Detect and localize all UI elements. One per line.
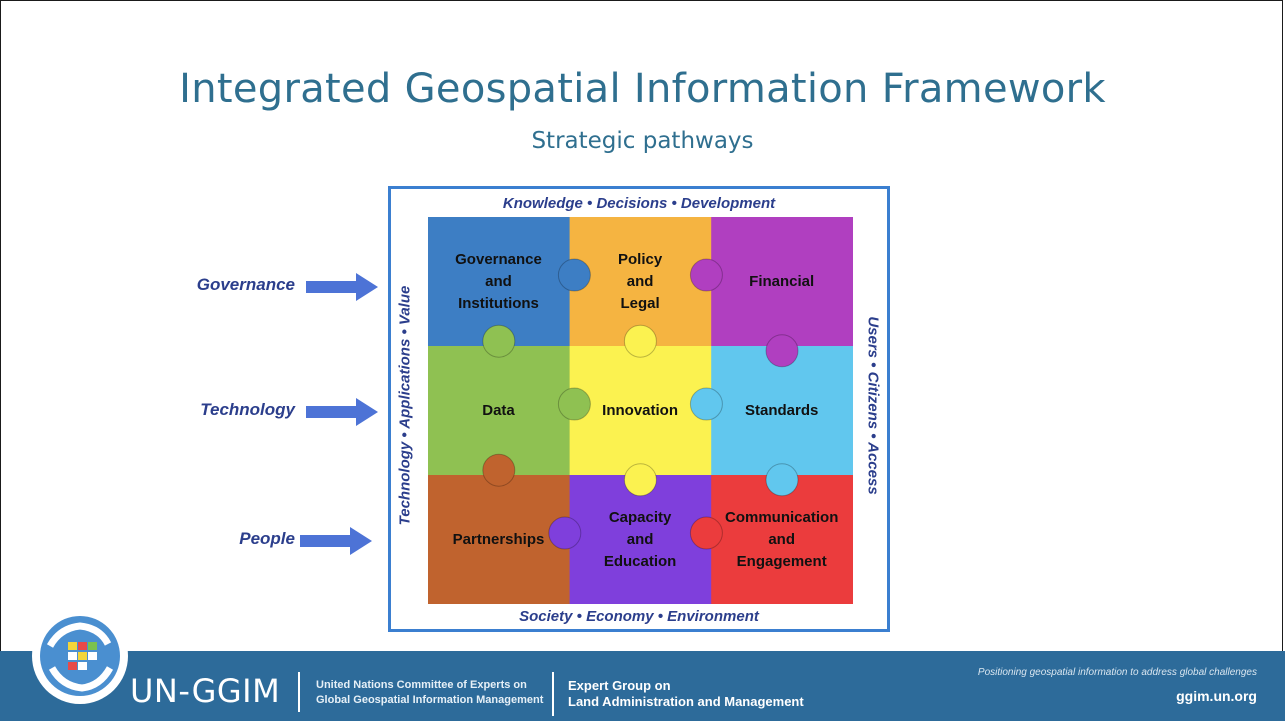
brand-name: UN-GGIM xyxy=(130,672,281,710)
puzzle-label-line: Institutions xyxy=(458,294,539,312)
right-arrow-icon xyxy=(300,527,372,555)
puzzle-label-standards: Standards xyxy=(711,400,852,422)
group-line-1: Expert Group on xyxy=(568,678,671,693)
framework-top-label: Knowledge • Decisions • Development xyxy=(502,195,776,212)
puzzle-label-line: and xyxy=(485,272,512,290)
slide-subtitle: Strategic pathways xyxy=(531,128,754,154)
puzzle-piece-communication-engagement xyxy=(711,475,853,604)
puzzle-knob xyxy=(623,324,657,358)
puzzle-label-line: Legal xyxy=(620,294,660,312)
puzzle-piece-governance-institutions xyxy=(428,217,571,347)
puzzle-piece-partnerships xyxy=(428,475,571,604)
un-ggim-logo xyxy=(32,608,128,704)
committee-line-2: Global Geospatial Information Management xyxy=(316,694,544,706)
puzzle-label-data: Data xyxy=(428,400,569,422)
puzzle-knob xyxy=(623,463,657,497)
framework-right-label: Users • Citizens • Access xyxy=(864,316,882,495)
puzzle-label-line: and xyxy=(768,530,796,548)
puzzle-label-innovation: Innovation xyxy=(570,400,711,422)
right-arrow-icon xyxy=(306,398,378,426)
puzzle-label-line: Policy xyxy=(618,250,663,268)
puzzle-piece-standards xyxy=(711,346,853,476)
puzzle-knob xyxy=(557,387,591,421)
puzzle-label-line: Standards xyxy=(745,401,819,419)
puzzle-label-line: Innovation xyxy=(602,401,678,419)
puzzle-knob xyxy=(689,516,723,550)
puzzle-label-financial: Financial xyxy=(711,271,852,293)
framework-bottom-label: Society • Economy • Environment xyxy=(519,608,759,625)
puzzle-label-line: Partnerships xyxy=(452,530,545,548)
puzzle-label-line: Data xyxy=(482,401,515,419)
group-line-2: Land Administration and Management xyxy=(568,694,804,709)
puzzle-knob xyxy=(689,258,723,292)
pillar-people-label: People xyxy=(239,529,295,548)
puzzle-piece-innovation xyxy=(569,346,712,476)
puzzle-label-line: and xyxy=(626,272,654,290)
puzzle-label-line: Communication xyxy=(725,508,839,526)
puzzle-knob xyxy=(765,334,799,368)
puzzle-piece-capacity-education xyxy=(569,475,712,604)
puzzle-label-line: Financial xyxy=(749,272,815,290)
footer-divider xyxy=(298,672,300,712)
expert-group-name: Expert Group on Land Administration and … xyxy=(568,678,828,710)
puzzle-knob xyxy=(548,516,582,550)
puzzle-label-line: Capacity xyxy=(608,508,672,526)
footer-tagline: Positioning geospatial information to ad… xyxy=(977,667,1257,678)
committee-name: United Nations Committee of Experts on G… xyxy=(316,678,546,708)
framework-left-label: Technology • Applications • Value xyxy=(396,285,414,526)
puzzle-label-line: Governance xyxy=(455,250,542,268)
footer-divider xyxy=(552,672,554,716)
framework-diagram: Knowledge • Decisions • Development Soci… xyxy=(388,186,890,632)
puzzle-knob xyxy=(689,387,723,421)
right-arrow-icon xyxy=(306,273,378,301)
puzzle-knob xyxy=(765,463,799,497)
puzzle-piece-policy-legal xyxy=(569,217,712,347)
slide-title: Integrated Geospatial Information Framew… xyxy=(179,66,1106,112)
puzzle-piece-data xyxy=(428,346,571,476)
puzzle-label-line: Engagement xyxy=(736,552,827,570)
puzzle-knob xyxy=(557,258,591,292)
pillar-governance-label: Governance xyxy=(196,275,295,294)
puzzle-knob xyxy=(482,453,516,487)
footer-bar xyxy=(0,651,1285,721)
committee-line-1: United Nations Committee of Experts on xyxy=(316,679,527,691)
website-link[interactable]: ggim.un.org xyxy=(1176,688,1257,704)
pillar-technology-label: Technology xyxy=(200,400,295,419)
puzzle-pieces xyxy=(428,217,853,604)
puzzle-label-line: Education xyxy=(603,552,677,570)
puzzle-label-partnerships: Partnerships xyxy=(428,529,569,551)
puzzle-knob xyxy=(482,324,516,358)
puzzle-label-line: and xyxy=(626,530,654,548)
puzzle-piece-financial xyxy=(711,217,853,347)
